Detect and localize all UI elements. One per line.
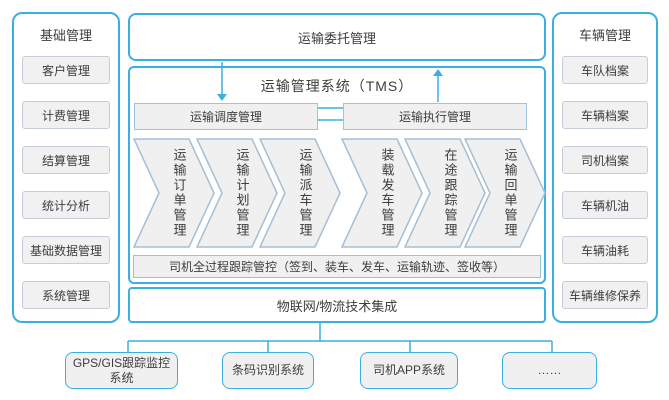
basic-management-panel: 基础管理 客户管理 计费管理 结算管理 统计分析 基础数据管理 系统管理 [12,12,120,323]
tms-title: 运输管理系统（TMS） [260,78,414,94]
vehicle-oil-box: 车辆机油 [562,191,648,219]
basic-management-title: 基础管理 [39,28,92,43]
gps-gis-system-box: GPS/GIS跟踪监控系统 [65,352,178,389]
process-step-dispatch-vehicle: 运输派车管理 [259,138,341,248]
iot-integration-box: 物联网/物流技术集成 [128,287,546,323]
chevron-arrow-icon [196,138,278,248]
tree-connector [127,323,553,352]
transport-dispatch-box: 运输调度管理 [134,103,318,130]
chevron-arrow-icon [341,138,423,248]
vehicle-management-panel: 车辆管理 车队档案 车辆档案 司机档案 车辆机油 车辆油耗 车辆维修保养 [552,12,658,323]
chevron-arrow-icon [133,138,215,248]
statistics-analysis-box: 统计分析 [22,191,110,219]
process-step-label: 运输派车管理 [297,148,313,238]
barcode-system-box: 条码识别系统 [222,352,314,389]
more-systems-box: …… [502,352,597,389]
process-step-label: 装载发车管理 [379,148,395,238]
customer-management-box: 客户管理 [22,56,110,84]
fleet-archive-box: 车队档案 [562,56,648,84]
driver-tracking-box: 司机全过程跟踪管控（签到、装车、发车、运输轨迹、签收等） [133,255,541,278]
chevron-arrow-icon [259,138,341,248]
vehicle-maintenance-box: 车辆维修保养 [562,281,648,309]
vehicle-management-items: 车队档案 车辆档案 司机档案 车辆机油 车辆油耗 车辆维修保养 [562,56,648,309]
process-step-loading: 装载发车管理 [341,138,423,248]
process-step-label: 运输计划管理 [234,148,250,238]
process-step-order: 运输订单管理 [133,138,215,248]
billing-management-box: 计费管理 [22,101,110,129]
driver-app-system-box: 司机APP系统 [360,352,458,389]
process-step-label: 在途跟踪管理 [442,148,458,238]
process-step-plan: 运输计划管理 [196,138,278,248]
chevron-arrow-icon [404,138,486,248]
chevron-arrow-icon [464,138,546,248]
basic-data-management-box: 基础数据管理 [22,236,110,264]
transport-commission-box: 运输委托管理 [128,13,546,61]
driver-archive-box: 司机档案 [562,146,648,174]
vehicle-archive-box: 车辆档案 [562,101,648,129]
transport-execution-box: 运输执行管理 [343,103,527,130]
fuel-consumption-box: 车辆油耗 [562,236,648,264]
system-management-box: 系统管理 [22,281,110,309]
process-step-tracking: 在途跟踪管理 [404,138,486,248]
process-step-label: 运输订单管理 [171,148,187,238]
basic-management-items: 客户管理 计费管理 结算管理 统计分析 基础数据管理 系统管理 [22,56,110,309]
process-step-receipt: 运输回单管理 [464,138,546,248]
settlement-management-box: 结算管理 [22,146,110,174]
vehicle-management-title: 车辆管理 [578,28,631,43]
process-step-label: 运输回单管理 [502,148,518,238]
